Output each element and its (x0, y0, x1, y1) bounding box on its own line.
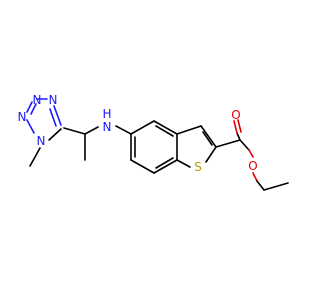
bond-oester-ch2-red (252, 172, 258, 182)
atom-s-thiophene: S (194, 160, 202, 174)
bond-c5-n1 (48, 128, 62, 141)
bond-carbonyl-o-b (233, 120, 238, 134)
bond-b4-b5 (153, 159, 178, 174)
bond-carbonyl-o-double (237, 119, 242, 133)
atom-h-amine: H (102, 107, 111, 121)
atom-o-ester: O (248, 159, 257, 173)
bond-n2-c5 (53, 105, 62, 126)
bond-n4-n3 (26, 101, 33, 113)
bond-c3a-c3 (176, 125, 202, 135)
bond-b2-b3-inner (155, 125, 174, 137)
bond-c3-c2 (200, 125, 217, 148)
bond-carbonyl-o-a (236, 132, 241, 141)
atom-o-carbonyl: O (231, 108, 240, 122)
bond-c5-ch (63, 127, 86, 135)
bond-nh-aryl (115, 125, 132, 135)
atom-n-tetrazole-1: N (37, 134, 46, 148)
bond-n4-n3-double (30, 103, 37, 115)
molecule-diagram: N N N N N H S O O (18, 93, 289, 191)
bond-n1-n4 (26, 119, 35, 134)
bond-b5-b6 (130, 159, 155, 174)
atom-n-amine: N (103, 120, 112, 134)
bond-c2-carbonyl (215, 139, 241, 148)
tetrazole-ring (26, 98, 62, 141)
bond-carbonyl-oester (239, 139, 250, 151)
atom-n-tetrazole-4: N (18, 110, 27, 124)
benzene-ring (130, 120, 178, 174)
bond-ch2-ch3 (263, 182, 289, 191)
bond-n2-c5-double (49, 108, 57, 127)
bond-b2-b3 (153, 120, 178, 135)
bond-oester-ch2 (256, 180, 265, 191)
bond-c2-s (205, 146, 217, 163)
bond-carbonyl-oester-red (248, 149, 254, 158)
bond-n1-methyl (29, 147, 41, 167)
structure-canvas: N N N N N H S O O (18, 93, 289, 191)
atom-n-tetrazole-3: N (33, 93, 42, 107)
bond-b1-b2 (130, 120, 155, 135)
bond-s-c7a (176, 159, 191, 168)
bond-b4-b5-inner (155, 157, 174, 169)
bond-c3-c2-inner (202, 131, 213, 146)
atom-n-tetrazole-2: N (49, 93, 58, 107)
bond-ch-nh (84, 126, 99, 135)
thiophene-ring (176, 125, 217, 168)
